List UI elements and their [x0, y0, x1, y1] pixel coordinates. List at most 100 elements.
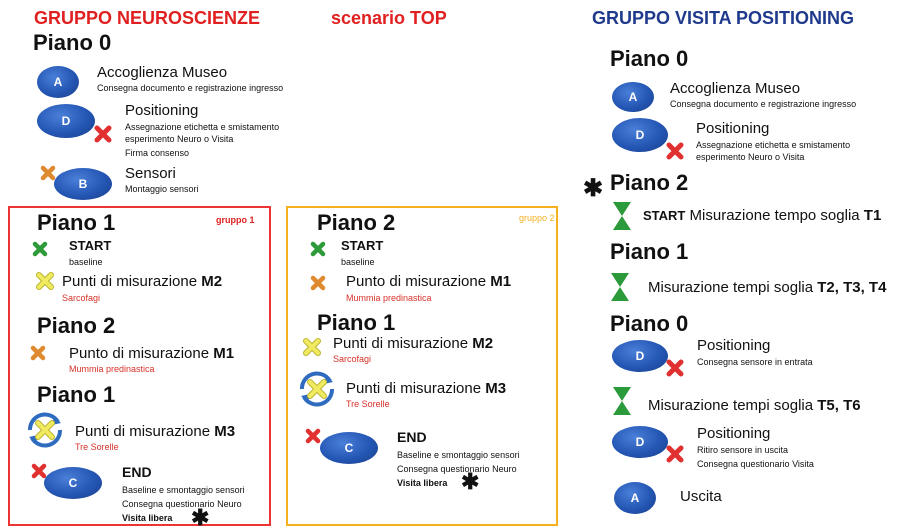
- group2-m1-note: Mummia predinastica: [346, 293, 432, 303]
- group1-end-sub2: Consegna questionario Neuro: [122, 499, 242, 509]
- group1-piano1b-heading: Piano 1: [37, 382, 116, 407]
- red-x-icon: [305, 428, 321, 444]
- group2-box: [286, 206, 558, 526]
- badge-c-label: C: [68, 476, 78, 490]
- right-t1-code: T1: [863, 207, 882, 224]
- right-d-sub2: esperimento Neuro o Visita: [696, 152, 805, 162]
- cycle-icon: [299, 371, 335, 407]
- right-d3-sub2: Consegna questionario Visita: [697, 459, 814, 469]
- right-t5-label: Misurazione tempi soglia T5, T6: [648, 397, 861, 414]
- red-x-icon: [94, 125, 112, 143]
- badge-c: C: [320, 432, 378, 464]
- right-t2-label: Misurazione tempi soglia T2, T3, T4: [648, 279, 886, 296]
- orange-x-icon: [30, 345, 46, 361]
- group1-end-sub1: Baseline e smontaggio sensori: [122, 485, 245, 495]
- group2-m2-note: Sarcofagi: [333, 354, 372, 364]
- left-b-title: Sensori: [125, 165, 176, 182]
- right-piano0b-heading: Piano 0: [610, 311, 689, 336]
- right-group-title: GRUPPO VISITA POSITIONING: [592, 8, 855, 28]
- right-a-sub: Consegna documento e registrazione ingre…: [670, 99, 857, 109]
- group1-start: START: [69, 238, 112, 253]
- right-d3-title: Positioning: [697, 425, 771, 442]
- badge-c: C: [44, 467, 102, 499]
- group2-m1-code: M1: [490, 273, 512, 290]
- right-t5-code: T5, T6: [817, 397, 861, 414]
- group1-start-sub: baseline: [69, 257, 103, 267]
- group1-m1-label: Punto di misurazione M1: [69, 345, 234, 362]
- right-t2-code: T2, T3, T4: [817, 279, 887, 296]
- hourglass-icon: [613, 387, 631, 415]
- group1-m1-note: Mummia predinastica: [69, 364, 155, 374]
- hourglass-icon: [613, 202, 631, 230]
- badge-a: A: [37, 66, 79, 98]
- badge-d: D: [612, 118, 668, 152]
- badge-d-label: D: [635, 128, 645, 142]
- badge-d: D: [612, 426, 668, 458]
- group2-start-sub: baseline: [341, 257, 375, 267]
- badge-d: D: [612, 340, 668, 372]
- group1-box: [8, 206, 271, 526]
- right-t1-text: Misurazione tempo soglia: [685, 207, 864, 224]
- group1-m2-label: Punti di misurazione M2: [62, 273, 222, 290]
- badge-d-label: D: [635, 435, 645, 449]
- badge-d-label: D: [61, 114, 71, 128]
- scenario-title: scenario TOP: [331, 8, 447, 28]
- group2-label: gruppo 2: [519, 213, 555, 223]
- badge-b: B: [54, 168, 112, 200]
- red-x-icon: [666, 445, 684, 463]
- group2-end: END: [397, 429, 427, 445]
- group1-m3-label: Punti di misurazione M3: [75, 423, 235, 440]
- badge-a-label: A: [630, 491, 640, 505]
- group2-m2-label: Punti di misurazione M2: [333, 335, 493, 352]
- group2-end-sub2: Consegna questionario Neuro: [397, 464, 517, 474]
- right-t1-label: START Misurazione tempo soglia T1: [643, 207, 881, 224]
- group2-start: START: [341, 238, 384, 253]
- group2-piano1-heading: Piano 1: [317, 310, 396, 335]
- right-d-title: Positioning: [696, 120, 770, 137]
- asterisk-icon: ✱: [191, 505, 210, 530]
- group2-m1-label: Punto di misurazione M1: [346, 273, 511, 290]
- group2-m3-code: M3: [485, 380, 507, 397]
- group1-m2-prefix: Punti di misurazione: [62, 273, 202, 290]
- badge-d: D: [37, 104, 95, 138]
- badge-a: A: [614, 482, 656, 514]
- group2-piano2-heading: Piano 2: [317, 210, 396, 235]
- right-exit: Uscita: [680, 488, 722, 505]
- group1-m1-code: M1: [213, 345, 235, 362]
- group1-piano1-heading: Piano 1: [37, 210, 116, 235]
- group1-piano2-heading: Piano 2: [37, 313, 116, 338]
- left-b-sub: Montaggio sensori: [125, 184, 199, 194]
- green-x-icon: [32, 241, 48, 257]
- left-group-title: GRUPPO NEUROSCIENZE: [34, 8, 261, 28]
- hourglass-icon: [611, 273, 629, 301]
- badge-d-label: D: [635, 349, 645, 363]
- group2-m1-prefix: Punto di misurazione: [346, 273, 491, 290]
- left-d-sub1: Assegnazione etichetta e smistamento: [125, 122, 280, 132]
- group1-m3-prefix: Punti di misurazione: [75, 423, 215, 440]
- badge-a-label: A: [628, 90, 638, 104]
- group1-label: gruppo 1: [216, 215, 255, 225]
- badge-a-label: A: [53, 75, 63, 89]
- left-a-sub: Consegna documento e registrazione ingre…: [97, 83, 284, 93]
- group2-m3-note: Tre Sorelle: [346, 399, 390, 409]
- right-d2-sub: Consegna sensore in entrata: [697, 357, 813, 367]
- left-piano0-heading: Piano 0: [33, 30, 112, 55]
- right-t2-text: Misurazione tempi soglia: [648, 279, 818, 296]
- cycle-icon: [27, 412, 63, 448]
- badge-c-label: C: [344, 441, 354, 455]
- left-d-sub3: Firma consenso: [125, 148, 190, 158]
- asterisk-icon: ✱: [583, 175, 604, 202]
- right-t5-text: Misurazione tempi soglia: [648, 397, 818, 414]
- red-x-icon: [31, 463, 47, 479]
- group2-m3-label: Punti di misurazione M3: [346, 380, 506, 397]
- group1-end: END: [122, 464, 152, 480]
- asterisk-icon: ✱: [461, 469, 480, 494]
- orange-x-icon: [310, 275, 326, 291]
- right-piano0-heading: Piano 0: [610, 46, 689, 71]
- yellow-x-icon: [303, 338, 321, 356]
- group1-m2-code: M2: [201, 273, 223, 290]
- right-piano1-heading: Piano 1: [610, 239, 689, 264]
- right-t1-start: START: [643, 208, 686, 223]
- left-d-title: Positioning: [125, 102, 199, 119]
- left-d-sub2: esperimento Neuro o Visita: [125, 134, 234, 144]
